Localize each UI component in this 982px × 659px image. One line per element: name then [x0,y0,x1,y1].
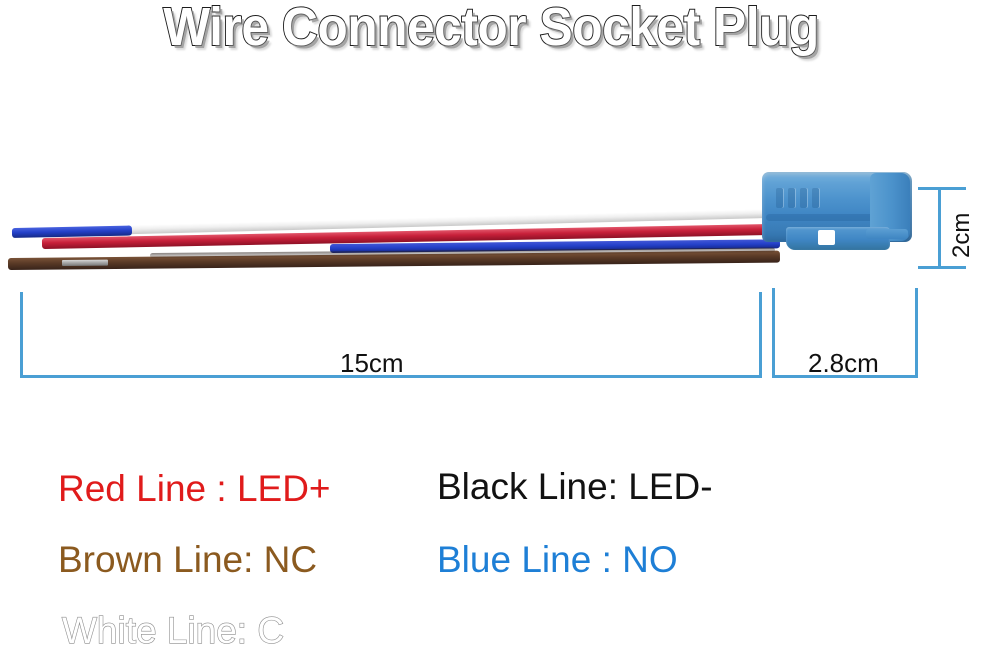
legend-item-black-line: Black Line: LED- [437,466,713,507]
legend-item-white-line: White Line: C [61,609,285,651]
connector-ridge [776,188,783,208]
dim-28cm-label: 2.8cm [808,348,879,378]
legend-item-blue-line: Blue Line : NO [437,539,678,580]
legend-item-brown-line: Brown Line: NC [58,539,318,580]
connector-ridge [788,188,795,208]
dim-28cm-left-cap [772,288,775,378]
connector-ridge [800,188,807,208]
brown-wire-tip [61,259,109,266]
dim-15cm-label: 15cm [340,348,404,378]
dim-2cm-bar [938,187,941,269]
dim-15cm-right-cap [759,292,762,378]
connector-latch [786,227,890,250]
dim-2cm-top-cap [918,187,966,190]
legend-item-red-line: Red Line : LED+ [58,468,331,509]
connector-ridge [812,188,819,208]
dim-15cm-bar [20,375,762,378]
connector-groove [766,214,906,221]
page-title: Wire Connector Socket Plug [162,0,820,57]
connector-latch-tail [866,229,908,239]
dim-28cm-right-cap [915,288,918,378]
title-banner: Wire Connector Socket Plug [0,0,982,62]
connector-latch-notch [818,230,835,245]
wire-color-legend: Red Line : LED+ Black Line: LED- Brown L… [0,455,982,659]
blue-connector-housing [762,172,912,250]
dim-2cm-label: 2cm [948,212,975,258]
product-image [0,110,982,310]
dim-15cm-left-cap [20,292,23,378]
dim-28cm-bar [772,375,918,378]
dim-2cm-bottom-cap [918,266,966,269]
